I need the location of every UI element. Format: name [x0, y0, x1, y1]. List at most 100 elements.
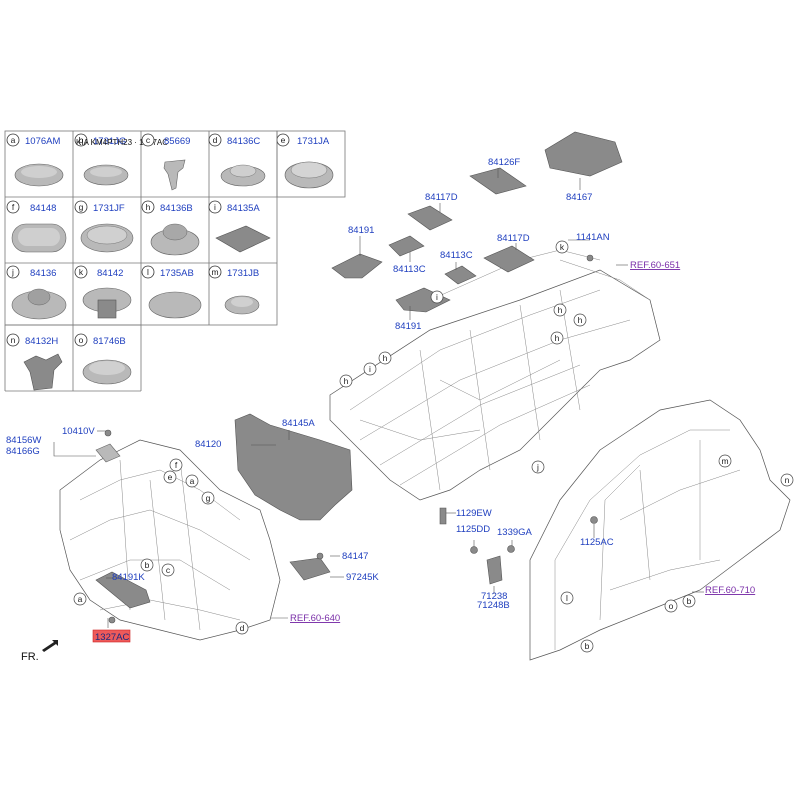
label-84117D-left: 84117D	[425, 192, 458, 203]
svg-text:1731JB: 1731JB	[227, 268, 259, 279]
svg-text:i: i	[214, 202, 216, 212]
front-direction-indicator: FR.	[21, 640, 58, 663]
ref-60-640[interactable]: REF.60-640	[290, 613, 340, 624]
pad-84113C-left	[388, 235, 425, 257]
svg-text:i: i	[436, 292, 438, 302]
label-1141AN: 1141AN	[576, 232, 610, 243]
label-10410V: 10410V	[62, 426, 95, 437]
label-84166G: 84166G	[6, 446, 40, 457]
svg-text:1731JF: 1731JF	[93, 203, 125, 214]
svg-text:c: c	[146, 135, 151, 145]
pad-part-icon	[215, 225, 271, 253]
svg-text:h: h	[555, 333, 560, 343]
floor-pads	[331, 131, 623, 313]
svg-text:h: h	[578, 315, 583, 325]
label-84145A: 84145A	[282, 418, 315, 429]
svg-text:b: b	[687, 596, 692, 606]
pad-84156W	[95, 443, 121, 463]
bolt-1129EW	[439, 507, 447, 525]
legend-cell-i[interactable]: i 84135A	[208, 200, 271, 253]
svg-text:f: f	[175, 460, 178, 470]
svg-text:m: m	[721, 456, 728, 466]
legend-cell-d[interactable]: d 84136C	[208, 133, 266, 187]
svg-text:h: h	[383, 353, 388, 363]
svg-text:n: n	[11, 335, 16, 345]
front-structure	[59, 439, 281, 641]
fasteners	[104, 254, 598, 624]
label-84113C-right: 84113C	[440, 250, 473, 261]
svg-text:84142: 84142	[97, 268, 123, 279]
legend-cell-n[interactable]: n 84132H	[6, 333, 63, 391]
svg-text:1327AC: 1327AC	[95, 632, 129, 643]
legend-cell-c[interactable]: c 85669	[141, 133, 190, 191]
legend-cell-f[interactable]: f 84148	[6, 200, 67, 253]
legend-cell-g[interactable]: g 1731JF	[74, 200, 134, 253]
parts-legend-grid: a 1076AM b 1731JG KIA KM4PTH23 · 1327AC …	[4, 130, 346, 392]
ref-60-651[interactable]: REF.60-651	[630, 260, 680, 271]
label-1125DD: 1125DD	[456, 524, 490, 535]
svg-text:84136: 84136	[30, 268, 56, 279]
legend-cell-b[interactable]: b 1731JG KIA KM4PTH23 · 1327AC	[74, 133, 168, 186]
svg-text:c: c	[166, 565, 171, 575]
fastener-part-icon	[163, 159, 186, 191]
svg-text:h: h	[146, 202, 151, 212]
svg-text:84132H: 84132H	[25, 336, 58, 347]
legend-cell-j[interactable]: j 84136	[6, 265, 67, 320]
svg-text:REF.60-710: REF.60-710	[705, 585, 755, 596]
svg-text:a: a	[78, 594, 83, 604]
svg-text:81746B: 81746B	[93, 336, 126, 347]
label-84156W: 84156W	[6, 435, 41, 446]
svg-text:84148: 84148	[30, 203, 56, 214]
svg-text:85669: 85669	[164, 136, 190, 147]
svg-text:b: b	[79, 135, 84, 145]
ref-60-710[interactable]: REF.60-710	[705, 585, 755, 596]
svg-text:m: m	[211, 267, 218, 277]
label-84191-lower: 84191	[395, 321, 421, 332]
label-84167: 84167	[566, 192, 592, 203]
label-84191-upper: 84191	[348, 225, 374, 236]
part-labels: 84126F 84167 84117D 84191 84113C 84117D …	[6, 157, 614, 611]
label-84117D-right: 84117D	[497, 233, 530, 244]
svg-text:n: n	[785, 475, 790, 485]
pad-84117D-left	[407, 205, 453, 231]
pad-84126F	[469, 167, 527, 195]
legend-cell-k[interactable]: k 84142	[74, 265, 132, 319]
svg-text:1076AM: 1076AM	[25, 136, 60, 147]
svg-text:84136B: 84136B	[160, 203, 193, 214]
svg-text:1731JG: 1731JG	[93, 136, 126, 147]
legend-cell-a[interactable]: a 1076AM	[6, 133, 64, 187]
svg-text:FR.: FR.	[21, 651, 39, 663]
svg-text:a: a	[190, 476, 195, 486]
svg-text:k: k	[560, 242, 565, 252]
pad-84191-upper	[331, 253, 383, 279]
legend-cell-l[interactable]: l 1735AB	[141, 265, 202, 319]
svg-text:d: d	[213, 135, 218, 145]
label-84147: 84147	[342, 551, 368, 562]
svg-text:d: d	[240, 623, 245, 633]
svg-text:b: b	[145, 560, 150, 570]
pad-84113C-right	[444, 265, 477, 285]
legend-cell-h[interactable]: h 84136B	[141, 200, 200, 256]
svg-text:g: g	[79, 202, 84, 212]
svg-text:l: l	[566, 593, 568, 603]
label-84113C-left: 84113C	[393, 264, 426, 275]
label-84126F: 84126F	[488, 157, 520, 168]
legend-cell-e[interactable]: e 1731JA	[276, 133, 334, 189]
label-84120: 84120	[195, 439, 221, 450]
svg-text:o: o	[669, 601, 674, 611]
svg-text:h: h	[344, 376, 349, 386]
legend-cell-m[interactable]: m 1731JB	[208, 265, 260, 315]
label-1339GA: 1339GA	[497, 527, 533, 538]
stopper-part-icon	[23, 353, 63, 391]
svg-text:o: o	[79, 335, 84, 345]
svg-text:i: i	[369, 364, 371, 374]
svg-text:j: j	[536, 462, 539, 472]
svg-text:j: j	[11, 267, 14, 277]
pad-84191K	[95, 571, 151, 609]
label-71248B: 71248B	[477, 600, 510, 611]
svg-text:1731JA: 1731JA	[297, 136, 330, 147]
legend-cell-o[interactable]: o 81746B	[74, 333, 132, 385]
svg-text:h: h	[558, 305, 563, 315]
highlighted-part-1327AC[interactable]: 1327AC	[92, 629, 131, 643]
